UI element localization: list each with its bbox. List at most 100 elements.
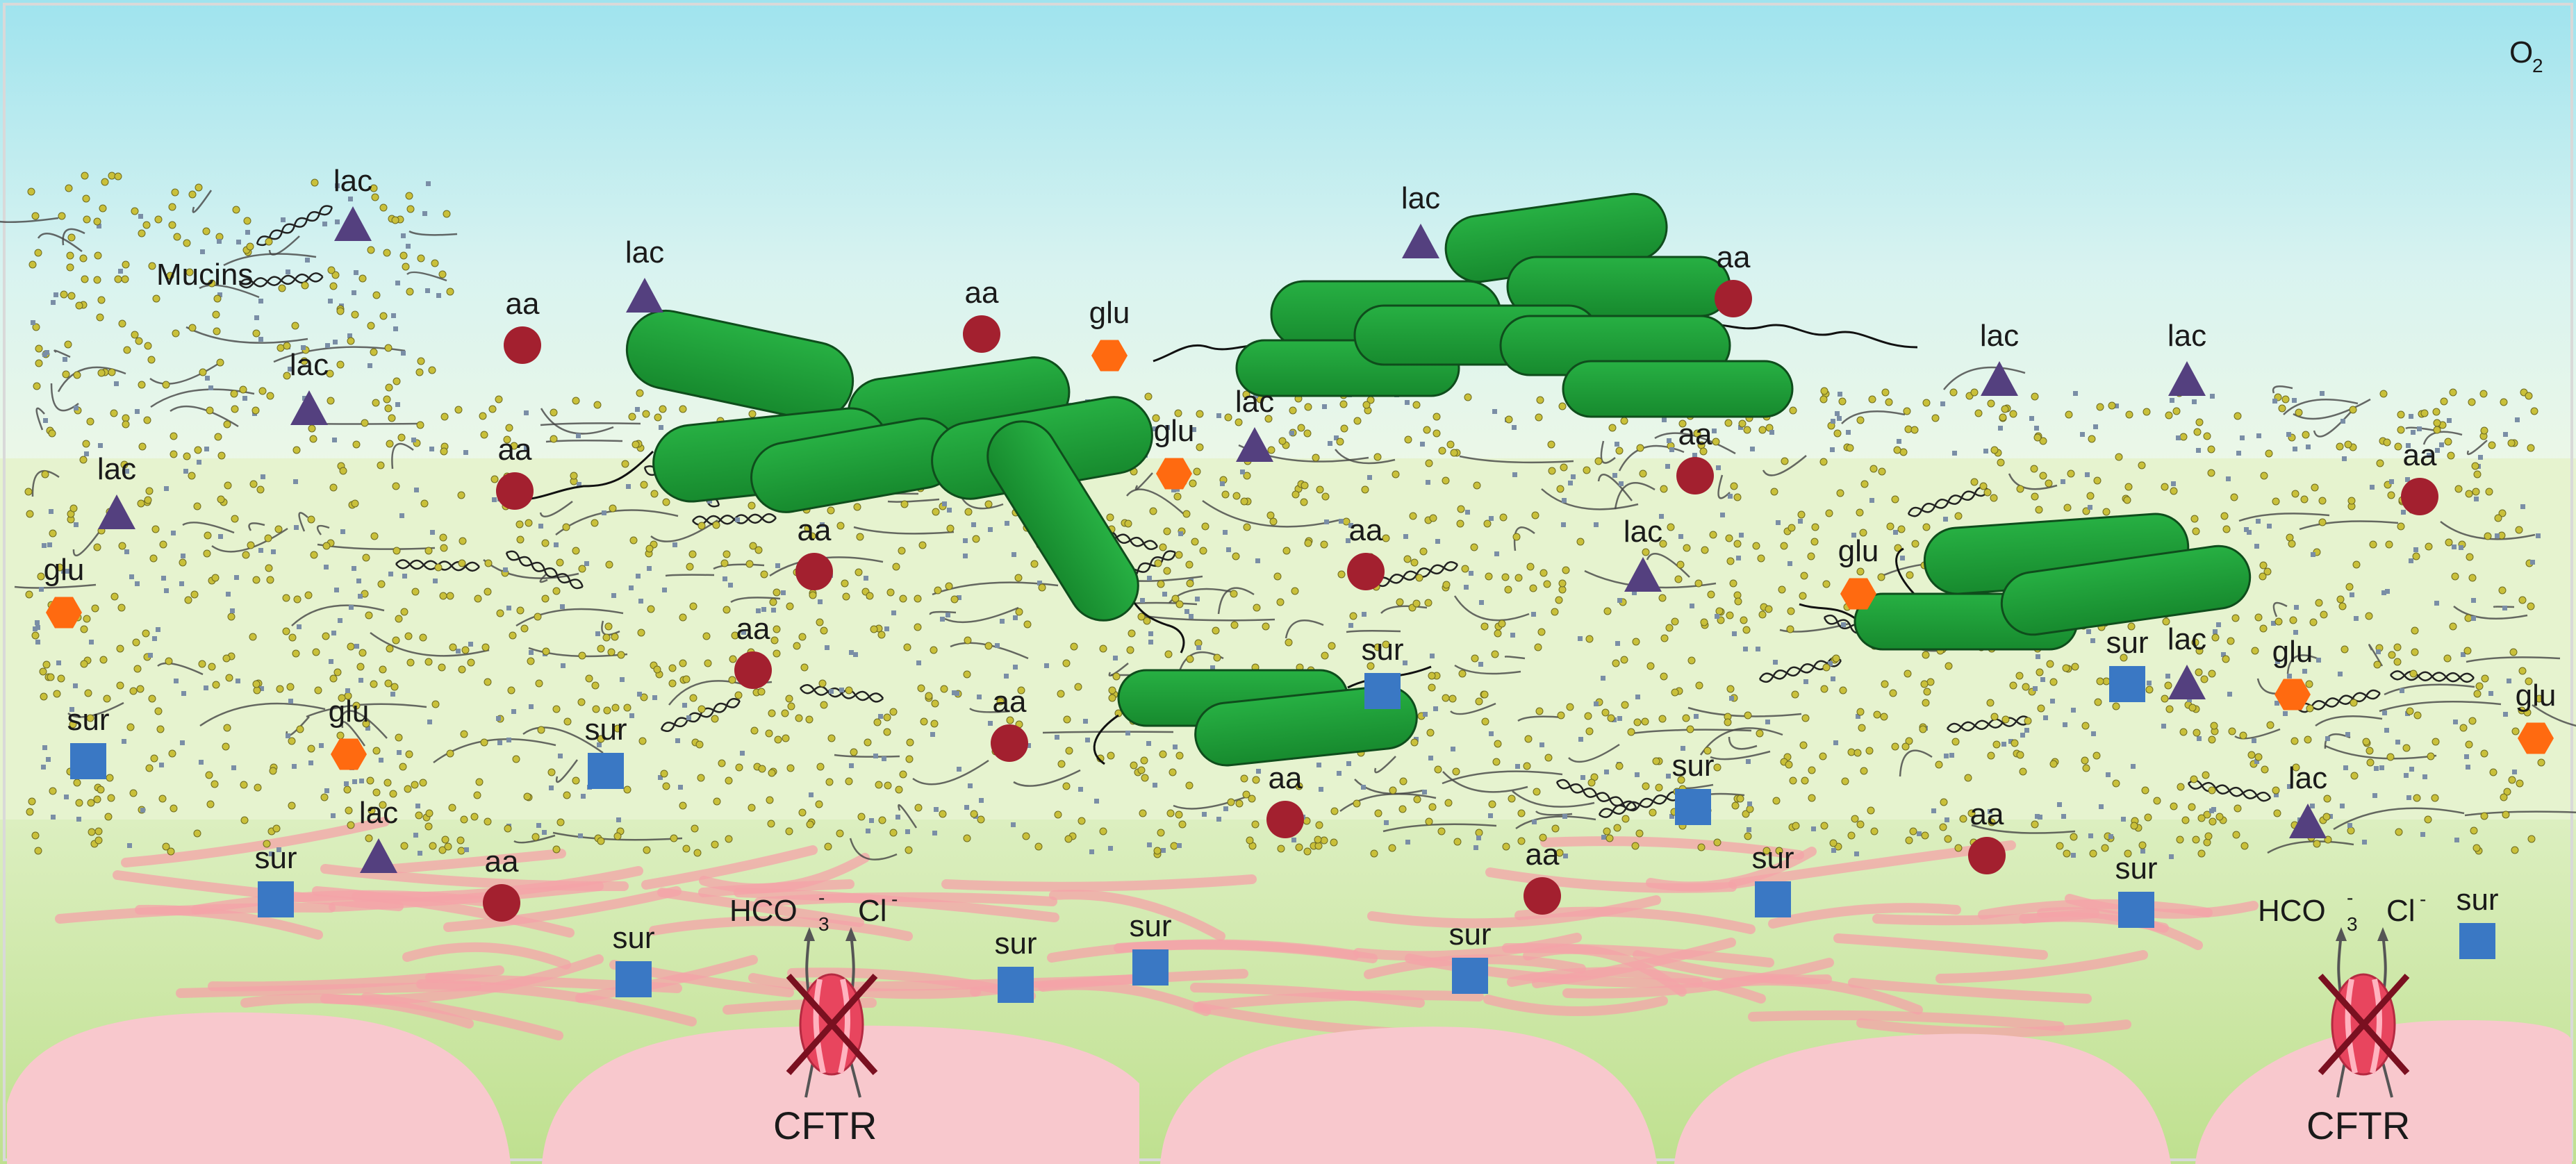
mucin-glycan (800, 663, 809, 672)
mucin-glycan (2382, 710, 2387, 715)
mucin-glycan (1319, 787, 1323, 792)
mucin-glycan (592, 705, 600, 713)
mucin-strand (185, 326, 308, 344)
mucin-glycan (1893, 530, 1898, 535)
oxygen-label: O 2 (2509, 35, 2543, 76)
mucin-glycan (503, 435, 511, 444)
mucin-strand (1631, 729, 1752, 735)
mucin-glycan (570, 472, 578, 480)
mucin-glycan (679, 801, 687, 810)
mucin-glycan (436, 293, 441, 298)
mucin-glycan (2112, 779, 2120, 788)
mucin-glycan (390, 683, 399, 691)
mucin-strand (1285, 619, 1324, 639)
mucin-glycan (1152, 414, 1160, 422)
mucin-glycan (1904, 425, 1913, 433)
mucin-glycan (1491, 650, 1499, 658)
mucin-glycan (397, 433, 406, 442)
bacterial-aggregate-2 (1153, 192, 1918, 418)
mucin-glycan (2231, 614, 2240, 622)
mucin-strand (2315, 715, 2383, 727)
mucin-glycan (184, 596, 192, 604)
mucin-glycan (2406, 795, 2411, 800)
mucin-glycan (242, 396, 247, 401)
mucin-glycan (1410, 738, 1419, 747)
mucin-glycan (37, 572, 45, 581)
mucin-glycan (1399, 777, 1407, 785)
mucin-strand (2384, 683, 2475, 696)
mucin-glycan (427, 720, 432, 724)
mucin-glycan (2123, 496, 2131, 504)
mucin-glycan (2488, 691, 2493, 696)
mucin-glycan (1153, 426, 1157, 431)
surfactant-label: sur (994, 926, 1037, 961)
mucin-glycan (97, 224, 101, 228)
mucins-label: Mucins (156, 258, 253, 292)
mucin-glycan (2043, 715, 2048, 720)
mucin-glycan (1839, 686, 1847, 695)
mucin-glycan (552, 587, 561, 595)
mucin-glycan (2344, 440, 2352, 449)
mucin-glycan (1163, 567, 1171, 575)
mucin-glycan (963, 834, 971, 842)
mucin-strand (665, 574, 715, 577)
mucin-strand (291, 604, 385, 626)
mucin-glycan (204, 531, 212, 540)
triangle-icon (360, 838, 397, 873)
mucin-glycan (367, 322, 375, 330)
mucin-glycan (2388, 651, 2396, 659)
mucin-glycan (934, 807, 939, 812)
mucin-glycan (1202, 812, 1207, 817)
mucin-glycan (2503, 788, 2511, 796)
mucin-glycan (1161, 848, 1166, 853)
mucin-glycan (419, 779, 427, 787)
mucin-glycan (1324, 519, 1329, 524)
mucin-glycan (110, 592, 119, 601)
mucin-glycan (603, 706, 611, 715)
mucin-glycan (40, 692, 48, 701)
mucin-glycan (1619, 481, 1624, 486)
mucin-glycan (94, 251, 102, 260)
mucin-glycan (269, 851, 274, 856)
mucin-glycan (58, 212, 66, 220)
circle-icon (795, 553, 833, 590)
mucin-glycan (361, 419, 369, 427)
mucin-glycan (2320, 610, 2328, 619)
mucin-glycan (417, 254, 425, 263)
mucin-glycan (2169, 854, 2174, 859)
mucin-strand (1453, 595, 1530, 622)
mucin-glycan (1186, 655, 1194, 663)
mucin-glycan (101, 178, 109, 186)
mucin-glycan (1328, 642, 1336, 650)
mucin-glycan (336, 307, 345, 315)
mucin-glycan (697, 774, 705, 782)
mucin-glycan (1903, 407, 1911, 415)
mucin-glycan (836, 522, 845, 530)
mucin-glycan (1841, 777, 1849, 785)
mucin-glycan (2197, 736, 2202, 741)
mucin-glycan (145, 764, 154, 772)
mucin-glycan (2300, 495, 2309, 504)
mucin-glycan (1584, 712, 1592, 720)
mucin-glycan (2038, 815, 2042, 820)
mucin-glycan (1453, 838, 1462, 846)
mucin-glycan (1185, 560, 1194, 569)
mucin-glycan (281, 217, 286, 222)
mucin-glycan (623, 704, 631, 712)
mucin-strand (2466, 656, 2561, 663)
mucin-glycan (597, 645, 605, 653)
mucin-glycan (446, 288, 454, 296)
glucose-label: glu (44, 553, 85, 587)
mucin-glycan (495, 395, 503, 404)
mucin-glycan (1433, 429, 1441, 438)
mucin-glycan (1140, 598, 1145, 603)
mucin-glycan (1505, 415, 1513, 424)
dna-strand (1375, 560, 1459, 588)
mucin-glycan (205, 376, 210, 381)
mucin-glycan (963, 554, 968, 558)
glucose-label: glu (329, 695, 370, 729)
mucin-glycan (1983, 488, 1992, 497)
mucin-glycan (1240, 469, 1245, 474)
mucin-glycan (1635, 772, 1640, 777)
